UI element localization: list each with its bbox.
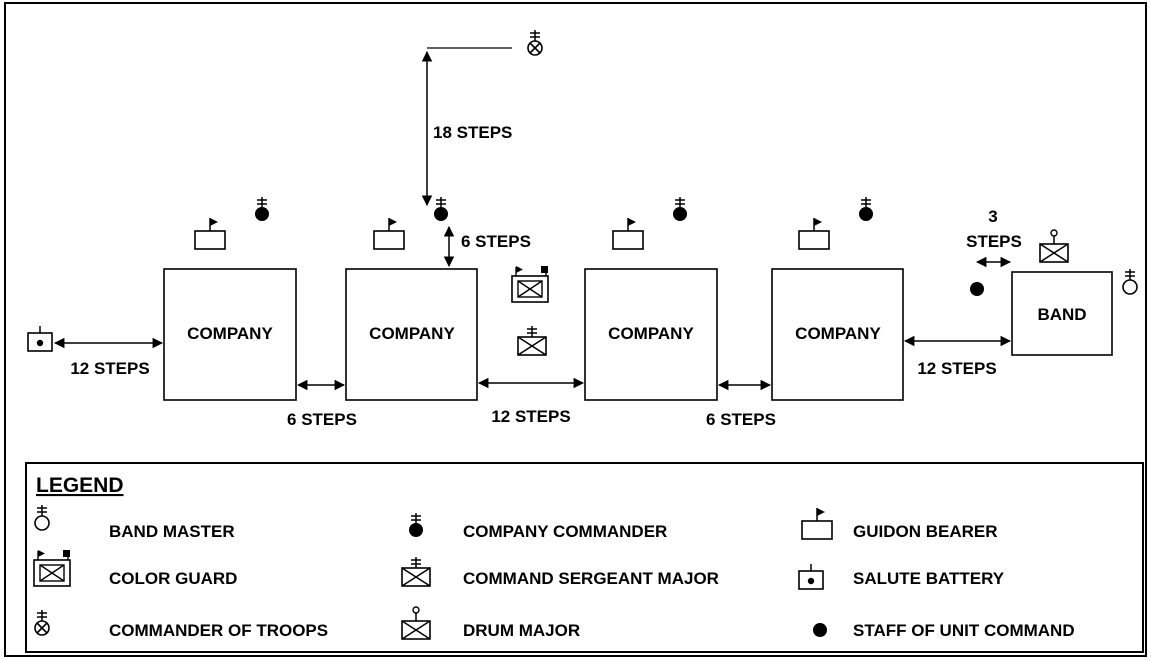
legend-label: COMMANDER OF TROOPS [109, 621, 328, 640]
legend-label: STAFF OF UNIT COMMAND [853, 621, 1075, 640]
band-master-icon [35, 505, 49, 530]
legend-label: SALUTE BATTERY [853, 569, 1005, 588]
legend-box [25, 462, 1144, 653]
salute-battery-icon [798, 563, 824, 590]
company-commander-icon [409, 513, 423, 537]
legend-label: COMMAND SERGEANT MAJOR [463, 569, 719, 588]
company-label: COMPANY [608, 324, 694, 343]
company-label: COMPANY [187, 324, 273, 343]
guidon-bearer-icon [373, 217, 405, 250]
company-commander-icon [859, 197, 873, 221]
legend-label: DRUM MAJOR [463, 621, 580, 640]
legend-title: LEGEND [36, 474, 124, 497]
company-box [345, 268, 478, 401]
company-box [163, 268, 297, 401]
band-label: BAND [1037, 305, 1086, 324]
distance-label-6-steps: 6 STEPS [287, 410, 357, 429]
distance-label-3: 3 [988, 207, 997, 226]
company-commander-icon [673, 197, 687, 221]
distance-label-18-steps: 18 STEPS [433, 123, 512, 142]
company-box [771, 268, 904, 401]
band-master-icon [1123, 269, 1137, 294]
color-guard-icon [33, 549, 71, 587]
staff-of-unit-command-icon [970, 282, 984, 296]
distance-label-12-steps-left: 12 STEPS [70, 359, 149, 378]
legend-label: COLOR GUARD [109, 569, 237, 588]
company-box [584, 268, 718, 401]
legend-label: BAND MASTER [109, 522, 235, 541]
staff-of-unit-command-icon [813, 623, 827, 637]
distance-label-12-steps: 12 STEPS [491, 407, 570, 426]
distance-label-12-steps-right: 12 STEPS [917, 359, 996, 378]
color-guard-icon [511, 265, 549, 303]
commander-of-troops-icon [35, 610, 49, 635]
drum-major-icon [1040, 230, 1068, 262]
company-label: COMPANY [369, 324, 455, 343]
commander-of-troops-icon [528, 30, 542, 55]
distance-label-steps: STEPS [966, 232, 1022, 251]
company-commander-icon [434, 197, 448, 221]
company-label: COMPANY [795, 324, 881, 343]
guidon-bearer-icon [194, 217, 226, 250]
command-sergeant-major-icon [518, 326, 546, 355]
guidon-bearer-icon [801, 507, 833, 540]
drum-major-icon [402, 607, 430, 639]
band-box [1011, 271, 1113, 356]
company-commander-icon [255, 197, 269, 221]
guidon-bearer-icon [612, 217, 644, 250]
distance-label-6-steps: 6 STEPS [706, 410, 776, 429]
diagram-frame [4, 2, 1147, 657]
legend-label: GUIDON BEARER [853, 522, 998, 541]
command-sergeant-major-icon [402, 557, 430, 586]
salute-battery-icon [27, 325, 53, 352]
distance-label-6-steps-vertical: 6 STEPS [461, 232, 531, 251]
legend-label: COMPANY COMMANDER [463, 522, 667, 541]
guidon-bearer-icon [798, 217, 830, 250]
